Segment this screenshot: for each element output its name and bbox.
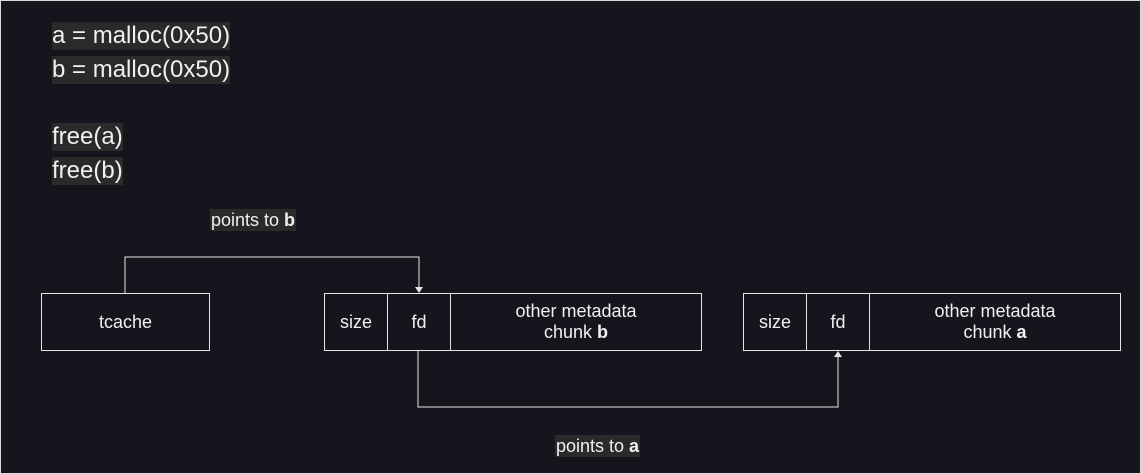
- chunk-a-metadata-label: other metadata: [934, 301, 1056, 322]
- chunk-a-name-prefix: chunk: [963, 322, 1017, 342]
- chunk-a-name: a: [1016, 322, 1027, 342]
- code-line-malloc-a: a = malloc(0x50): [52, 22, 231, 50]
- points-to-a-target: a: [629, 436, 640, 456]
- chunk-b-fd-to-chunk-a-arrow: [417, 351, 839, 408]
- chunk-b-metadata-label: other metadata: [515, 301, 637, 322]
- chunk-a-size-cell: size: [743, 293, 807, 351]
- tcache-label: tcache: [98, 311, 153, 332]
- chunk-a-metadata-cell: other metadata chunk a: [869, 293, 1121, 351]
- tcache-to-chunk-b-arrowhead: [415, 287, 423, 293]
- chunk-b-fd-label: fd: [411, 311, 427, 332]
- chunk-b-size-label: size: [339, 311, 372, 332]
- tcache-box: tcache: [41, 293, 210, 351]
- points-to-a-prefix: points to: [556, 436, 630, 456]
- chunk-a-fd-label: fd: [830, 311, 846, 332]
- chunk-b-name-prefix: chunk: [543, 322, 598, 342]
- points-to-b-label: points to b: [210, 209, 297, 231]
- chunk-b-size-cell: size: [324, 293, 388, 351]
- chunk-b-name: b: [597, 322, 609, 342]
- code-line-free-b: free(b): [52, 157, 123, 185]
- chunk-a-fd-cell: fd: [806, 293, 870, 351]
- points-to-b-prefix: points to: [211, 210, 285, 230]
- code-line-malloc-b: b = malloc(0x50): [52, 56, 231, 84]
- chunk-a-size-label: size: [758, 311, 791, 332]
- tcache-to-chunk-b-arrow: [124, 256, 420, 293]
- chunk-a-name-line: chunk a: [963, 322, 1026, 343]
- points-to-a-label: points to a: [555, 435, 641, 457]
- chunk-b-fd-cell: fd: [387, 293, 451, 351]
- points-to-b-target: b: [284, 210, 296, 230]
- chunk-b-fd-to-chunk-a-arrowhead: [834, 351, 842, 357]
- code-line-free-a: free(a): [52, 123, 123, 151]
- chunk-b-name-line: chunk b: [544, 322, 608, 343]
- chunk-b-metadata-cell: other metadata chunk b: [450, 293, 702, 351]
